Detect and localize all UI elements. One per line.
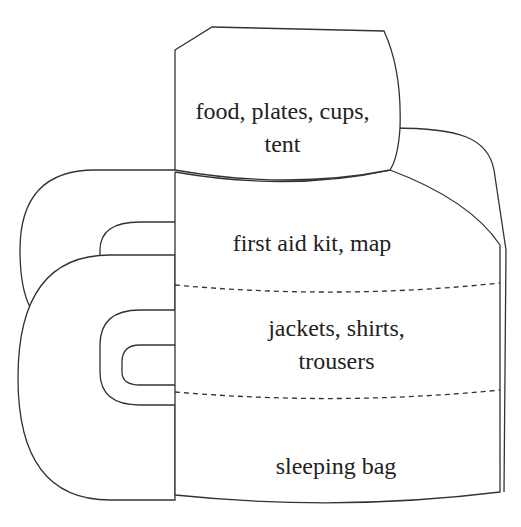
lower-strap-buckle (122, 345, 175, 385)
top-flap (175, 27, 400, 180)
middle-compartment: jackets, shirts, trousers (244, 312, 429, 378)
item-list: first aid kit, map (227, 227, 397, 260)
divider (175, 283, 500, 292)
flap-pocket: food, plates, cups, tent (195, 95, 370, 161)
main-body (175, 170, 500, 503)
item-list: sleeping bag (206, 450, 466, 483)
bottom-compartment: sleeping bag (206, 450, 466, 483)
item-list: jackets, shirts, trousers (244, 312, 429, 378)
lower-strap (18, 255, 175, 500)
item-list: food, plates, cups, tent (195, 95, 370, 161)
top-compartment: first aid kit, map (227, 227, 397, 260)
divider (175, 390, 500, 399)
